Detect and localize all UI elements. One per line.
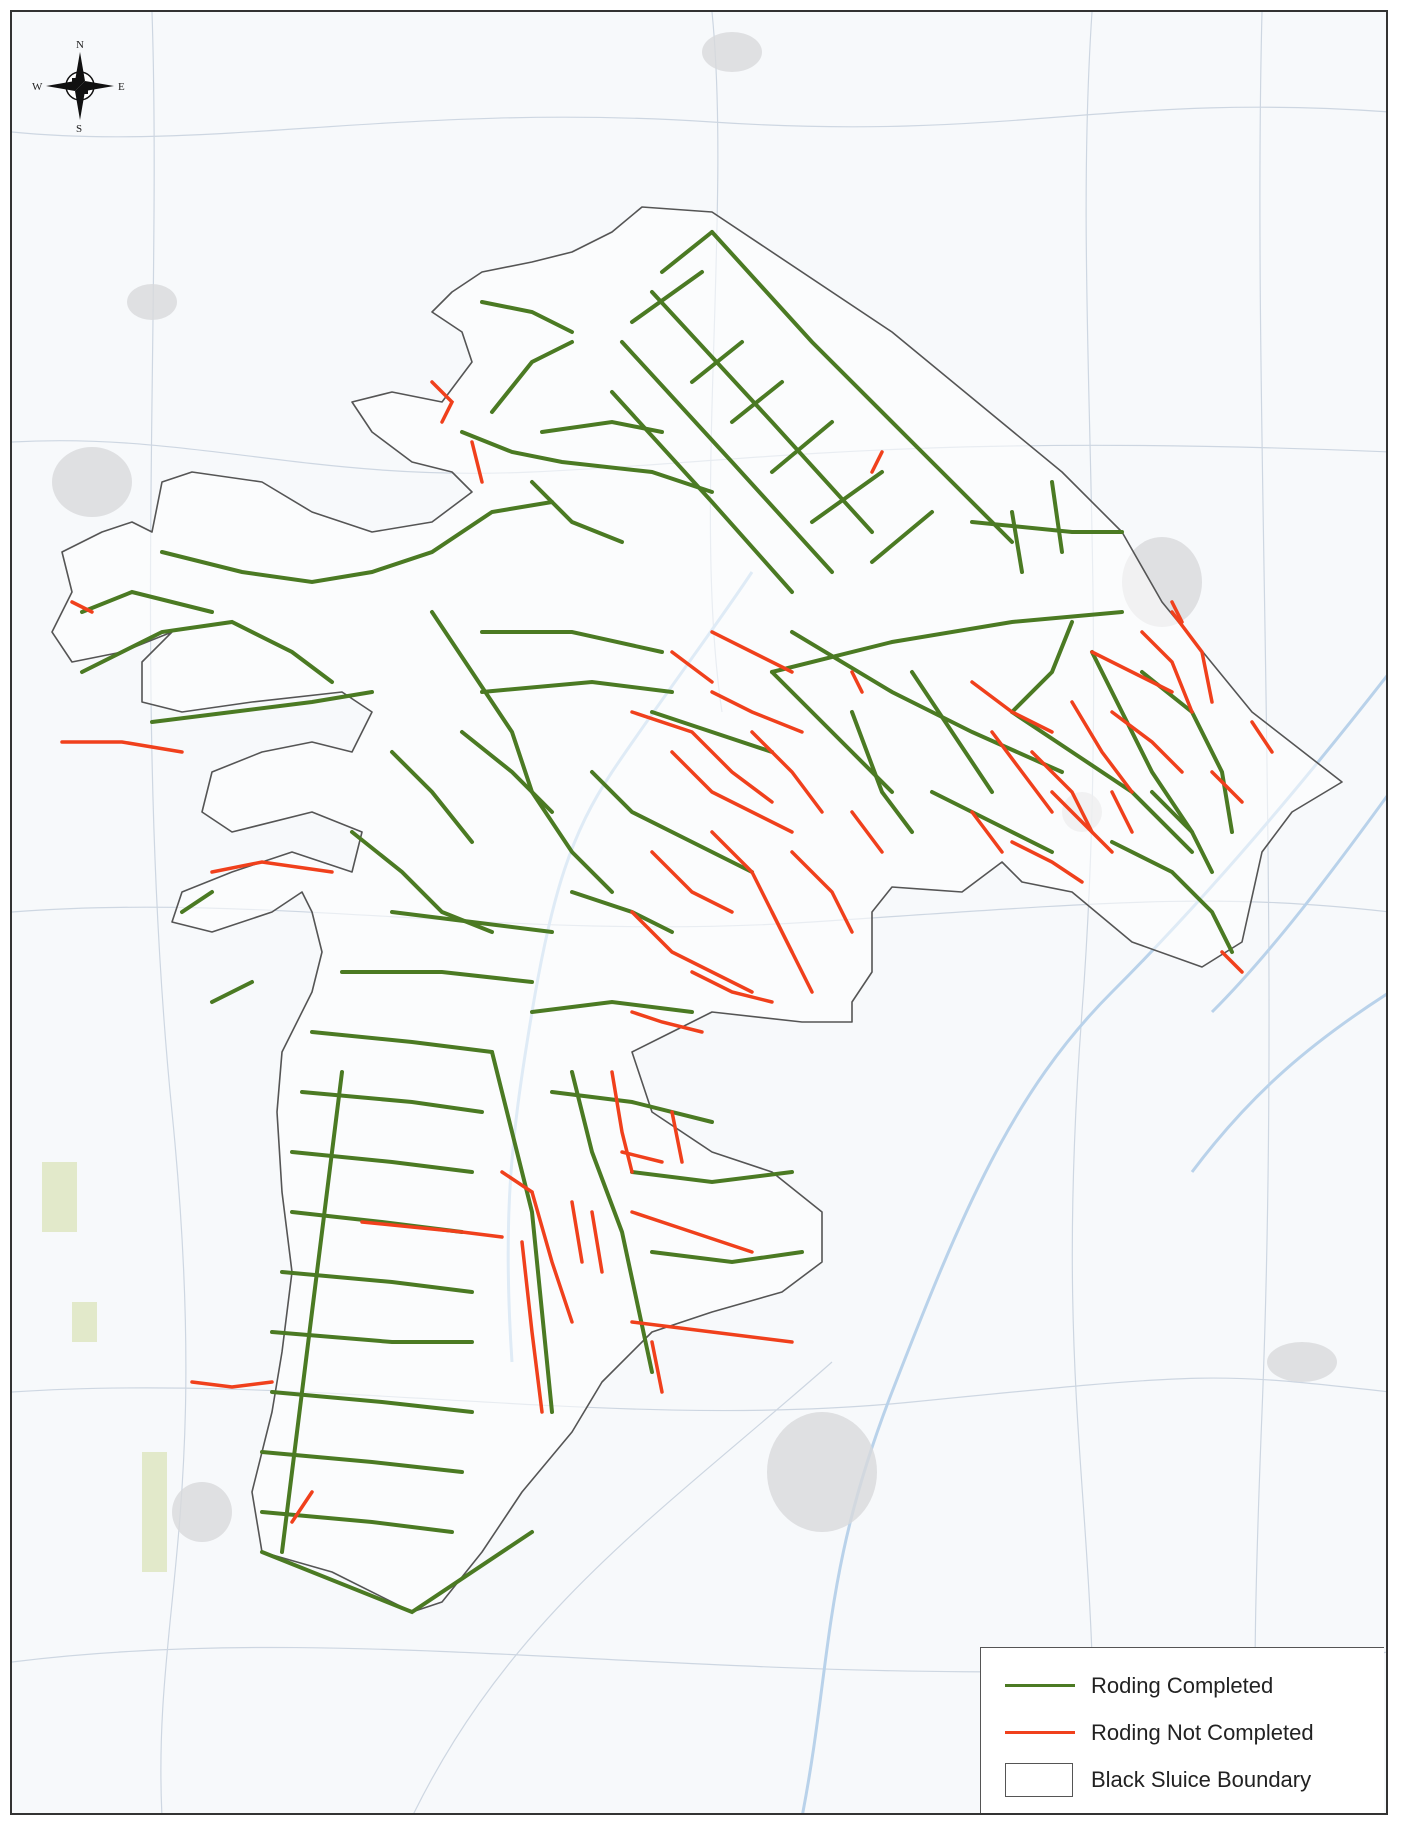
legend-swatch-not-completed	[1005, 1731, 1075, 1734]
background-green-patches	[42, 1162, 167, 1572]
compass-rose-icon: N S E W	[32, 39, 125, 134]
legend-item-black-sluice-boundary: Black Sluice Boundary	[1005, 1756, 1384, 1803]
roding-completed-network	[80, 230, 1234, 1615]
legend-label: Roding Not Completed	[1091, 1719, 1314, 1745]
black-sluice-boundary	[51, 206, 1343, 1613]
legend-item-roding-completed: Roding Completed	[1005, 1662, 1384, 1709]
legend-item-roding-not-completed: Roding Not Completed	[1005, 1709, 1384, 1756]
legend-label: Black Sluice Boundary	[1091, 1766, 1312, 1792]
map-legend: Roding Completed Roding Not Completed Bl…	[980, 1647, 1384, 1813]
compass-north-label: N	[76, 39, 84, 51]
legend-swatch-boundary	[1005, 1762, 1073, 1797]
legend-label: Roding Completed	[1091, 1672, 1274, 1698]
compass-east-label: E	[118, 81, 125, 93]
compass-west-label: W	[32, 81, 43, 93]
compass-south-label: S	[76, 123, 82, 134]
map-canvas[interactable]	[12, 12, 1388, 1815]
map-frame[interactable]: N S E W Roding Completed Roding Not Comp…	[10, 10, 1388, 1815]
roding-not-completed-network	[60, 380, 1274, 1524]
legend-swatch-completed	[1005, 1684, 1075, 1687]
